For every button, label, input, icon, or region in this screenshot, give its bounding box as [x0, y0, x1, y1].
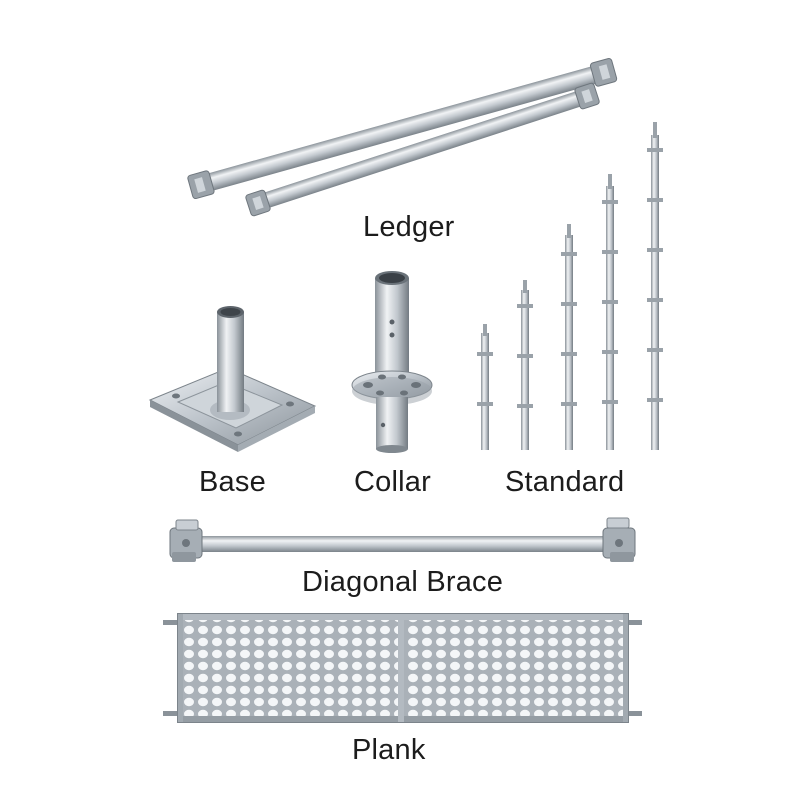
- collar-label: Collar: [354, 466, 431, 498]
- standard-label: Standard: [505, 466, 625, 498]
- plank-label: Plank: [352, 734, 426, 766]
- standard-image: [477, 122, 663, 450]
- ledger-label: Ledger: [363, 211, 455, 243]
- collar-image: [351, 271, 433, 453]
- diagonal-brace-label: Diagonal Brace: [302, 566, 504, 598]
- plank-image: [163, 613, 642, 723]
- diagonal-brace-image: [169, 517, 636, 562]
- base-label: Base: [199, 466, 266, 498]
- ledger-image: [187, 58, 618, 217]
- base-image: [148, 306, 317, 452]
